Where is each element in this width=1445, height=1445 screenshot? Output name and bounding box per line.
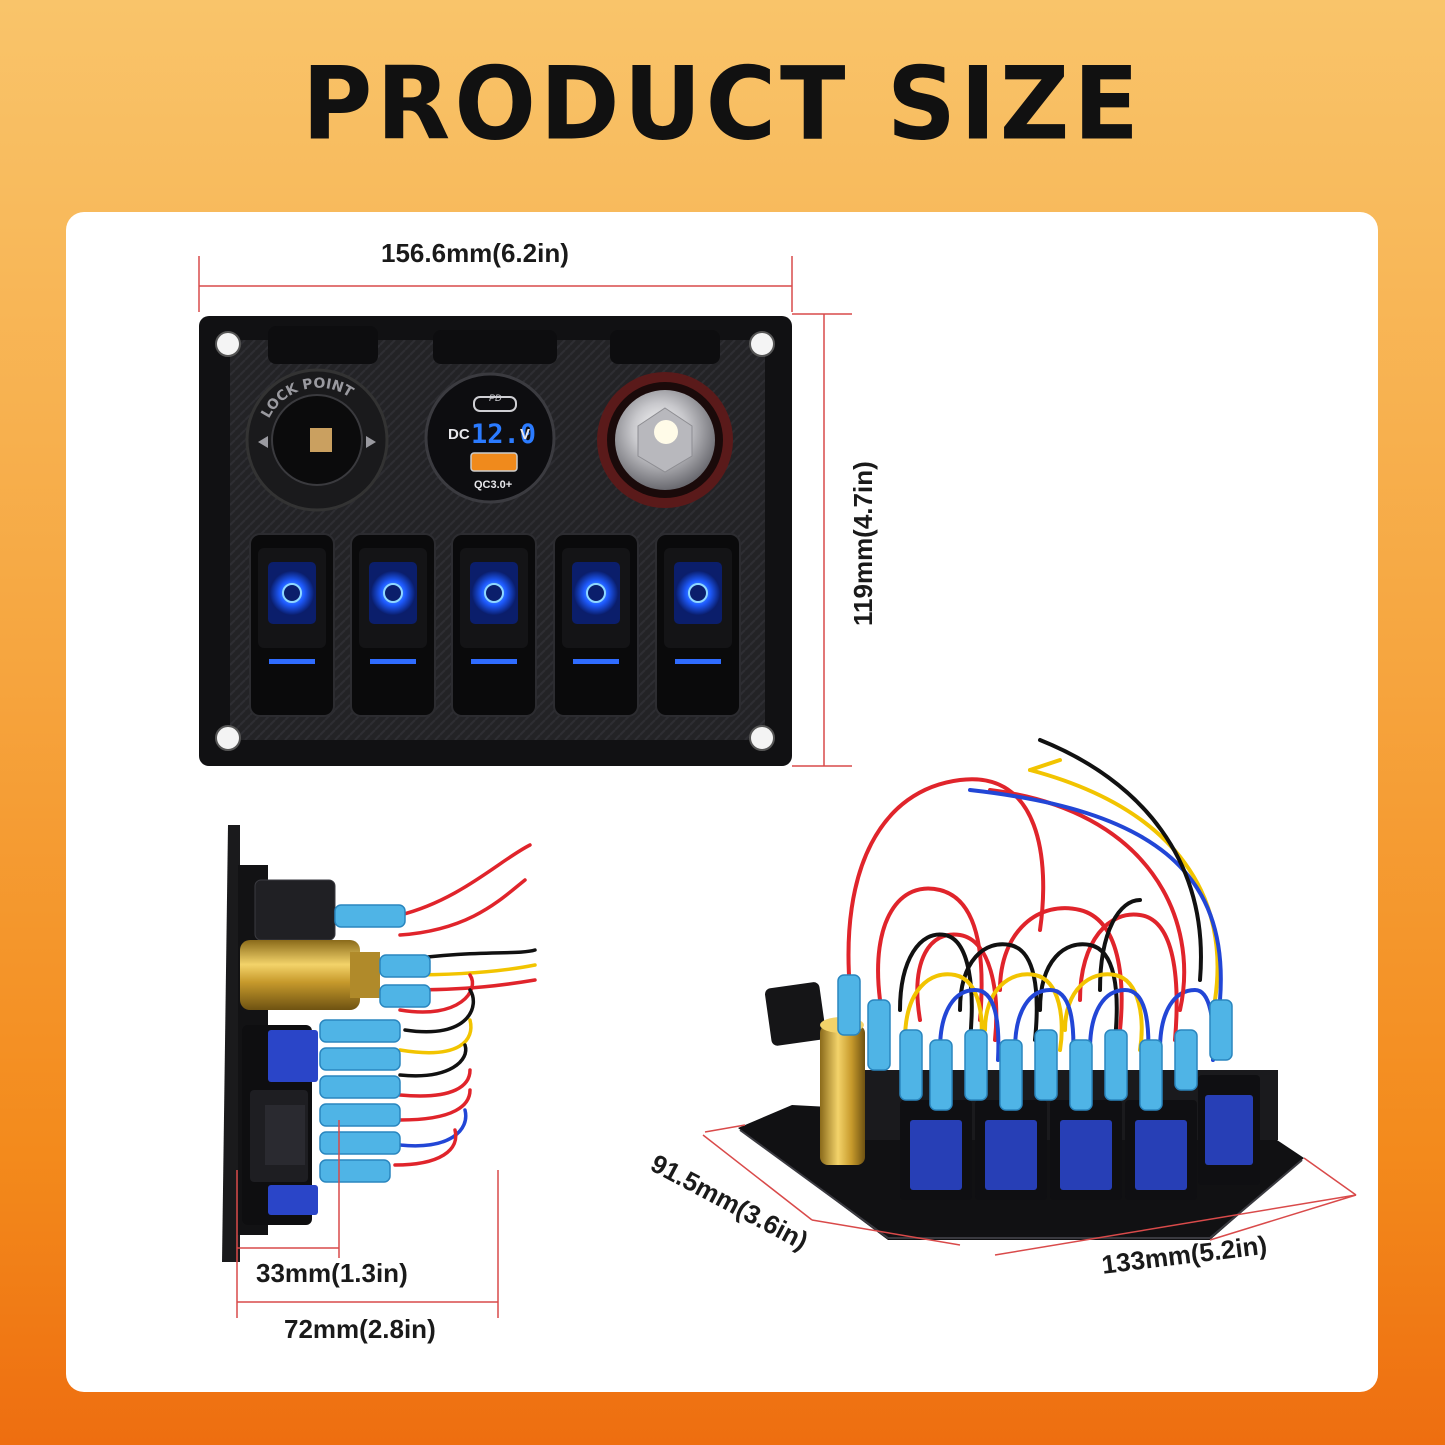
rocker-switch [350,533,436,717]
qc-label: QC3.0+ [474,479,512,491]
side-view-panel [222,825,537,1262]
v-label: V [520,426,530,443]
mount-hole-icon [215,331,241,357]
front-width-dimension [198,256,793,312]
mount-hole-icon [749,331,775,357]
page-title: PRODUCT SIZE [302,45,1143,163]
front-height-dimension [792,313,852,767]
side-total-label: 72mm(2.8in) [284,1314,436,1344]
side-depth-label: 33mm(1.3in) [256,1258,408,1288]
perspective-dimension-lines [702,1124,1357,1256]
rocker-switch [451,533,537,717]
cigarette-lighter-icon [597,372,733,508]
usb-voltmeter-icon: PD DC 12.0 V QC3.0+ [424,372,556,504]
front-panel: LOCK POINT PD DC 12.0 V QC3.0+ [199,316,792,766]
power-socket-icon: LOCK POINT [245,368,389,512]
dc-label: DC [448,426,470,443]
side-dimension-lines [236,1120,499,1318]
mount-hole-icon [749,725,775,751]
rocker-switches [249,533,741,717]
rocker-switch [655,533,741,717]
perspective-view-panel [738,738,1304,1240]
mount-hole-icon [215,725,241,751]
rocker-switch [553,533,639,717]
rocker-switch [249,533,335,717]
pd-label: PD [489,393,502,403]
front-width-label: 156.6mm(6.2in) [381,238,569,268]
voltage-readout: 12.0 [471,419,536,450]
